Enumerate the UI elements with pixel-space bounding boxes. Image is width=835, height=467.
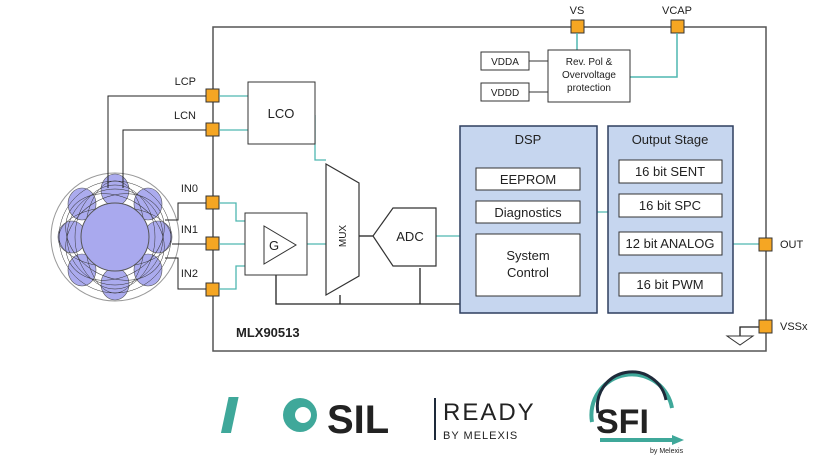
sil-ready-logo: SIL READY BY MELEXIS bbox=[220, 397, 536, 442]
vssx-pin bbox=[758, 319, 773, 334]
eeprom-box bbox=[475, 167, 581, 191]
spc-label: 16 bit SPC bbox=[639, 198, 701, 213]
revpol-line1: Rev. Pol & bbox=[566, 57, 613, 68]
sil-by-text: BY MELEXIS bbox=[443, 430, 518, 442]
vddd-label: VDDD bbox=[491, 88, 519, 99]
out-pin bbox=[758, 237, 773, 252]
sil-swoosh-icon bbox=[220, 397, 317, 433]
power-section: VS VCAP VDDA VDDD Rev. Pol & Overvoltage… bbox=[480, 5, 692, 103]
vcap-label: VCAP bbox=[662, 5, 692, 17]
dsp-title: DSP bbox=[515, 132, 542, 147]
sfi-logo: SFI by Melexis bbox=[589, 370, 684, 455]
vcap-wire bbox=[630, 33, 678, 78]
diagnostics-label: Diagnostics bbox=[494, 205, 562, 220]
in0-label: IN0 bbox=[181, 183, 198, 195]
coil-sensor bbox=[50, 95, 206, 302]
lcn-coil-wire bbox=[122, 129, 206, 188]
coil-target bbox=[80, 202, 150, 272]
sfi-arrow-icon bbox=[672, 435, 684, 445]
lco-label: LCO bbox=[268, 106, 295, 121]
gain-amp bbox=[263, 225, 297, 265]
output-stage-block: Output Stage 16 bit SENT 16 bit SPC 12 b… bbox=[607, 125, 734, 314]
lcp-coil-wire bbox=[107, 95, 206, 188]
in1-label: IN1 bbox=[181, 224, 198, 236]
gain-label: G bbox=[269, 238, 279, 253]
revpol-box bbox=[547, 49, 631, 103]
revpol-line2: Overvoltage bbox=[562, 70, 616, 81]
vdda-label: VDDA bbox=[491, 57, 519, 68]
system-control-line1: System bbox=[506, 248, 549, 263]
in2-coil-wire bbox=[165, 257, 206, 290]
sfi-arc-icon bbox=[589, 372, 674, 423]
in1-pin bbox=[205, 236, 220, 251]
chip-outline bbox=[212, 26, 767, 352]
spc-box bbox=[618, 193, 723, 218]
eeprom-label: EEPROM bbox=[500, 172, 556, 187]
lco-block bbox=[247, 81, 316, 145]
in0-coil-wire bbox=[165, 202, 206, 221]
lcp-pin bbox=[205, 88, 220, 103]
analog-box bbox=[618, 231, 723, 256]
out-label: OUT bbox=[780, 239, 804, 251]
output-stage-title: Output Stage bbox=[632, 132, 709, 147]
system-control-box bbox=[475, 233, 581, 297]
lcp-label: LCP bbox=[175, 76, 196, 88]
in2-label: IN2 bbox=[181, 268, 198, 280]
diagnostics-box bbox=[475, 200, 581, 224]
ground-symbol bbox=[725, 335, 755, 346]
sfi-mark: SFI bbox=[596, 403, 649, 441]
lcn-pin bbox=[205, 122, 220, 137]
chip-name: MLX90513 bbox=[236, 325, 300, 340]
mux-block bbox=[325, 162, 360, 297]
left-pins: LCP LCN IN0 IN1 IN2 bbox=[174, 76, 220, 297]
sent-box bbox=[618, 159, 723, 184]
adc-label: ADC bbox=[396, 229, 423, 244]
in0-pin bbox=[205, 195, 220, 210]
vs-pin bbox=[570, 19, 585, 34]
sil-ready-text: READY bbox=[443, 399, 536, 426]
lcn-label: LCN bbox=[174, 110, 196, 122]
vssx-label: VSSx bbox=[780, 321, 808, 333]
analog-label: 12 bit ANALOG bbox=[626, 236, 715, 251]
dsp-block: DSP EEPROM Diagnostics System Control bbox=[459, 125, 598, 314]
mux-label: MUX bbox=[338, 225, 349, 248]
pwm-box bbox=[618, 272, 723, 297]
pwm-label: 16 bit PWM bbox=[636, 277, 703, 292]
vcap-pin bbox=[670, 19, 685, 34]
sil-mark: SIL bbox=[327, 398, 389, 442]
sent-label: 16 bit SENT bbox=[635, 164, 705, 179]
sfi-by-text: by Melexis bbox=[650, 448, 684, 455]
vs-label: VS bbox=[570, 5, 585, 17]
adc-block bbox=[372, 207, 437, 267]
revpol-line3: protection bbox=[567, 83, 611, 94]
in2-pin bbox=[205, 282, 220, 297]
sfi-barcode-icon bbox=[600, 438, 672, 442]
system-control-line2: Control bbox=[507, 265, 549, 280]
